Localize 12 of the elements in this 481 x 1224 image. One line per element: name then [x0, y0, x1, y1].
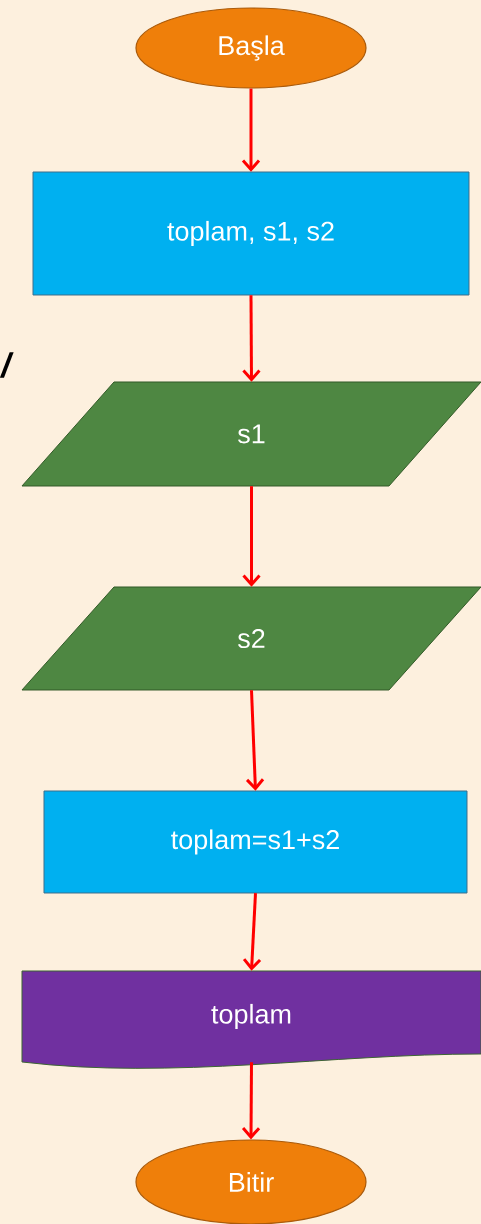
process-box: toplam, s1, s2 — [32, 171, 470, 296]
output-document: toplam — [21, 970, 481, 1069]
input-parallelogram: s2 — [21, 586, 481, 691]
arrow — [242, 295, 261, 382]
arrow — [242, 893, 262, 971]
process-box: toplam=s1+s2 — [43, 790, 468, 894]
arrow — [241, 88, 261, 172]
arrow — [242, 486, 261, 587]
text-fragment: / — [0, 352, 14, 378]
arrow — [241, 1062, 261, 1140]
input-parallelogram: s1 — [21, 381, 481, 487]
arrow — [245, 690, 265, 791]
